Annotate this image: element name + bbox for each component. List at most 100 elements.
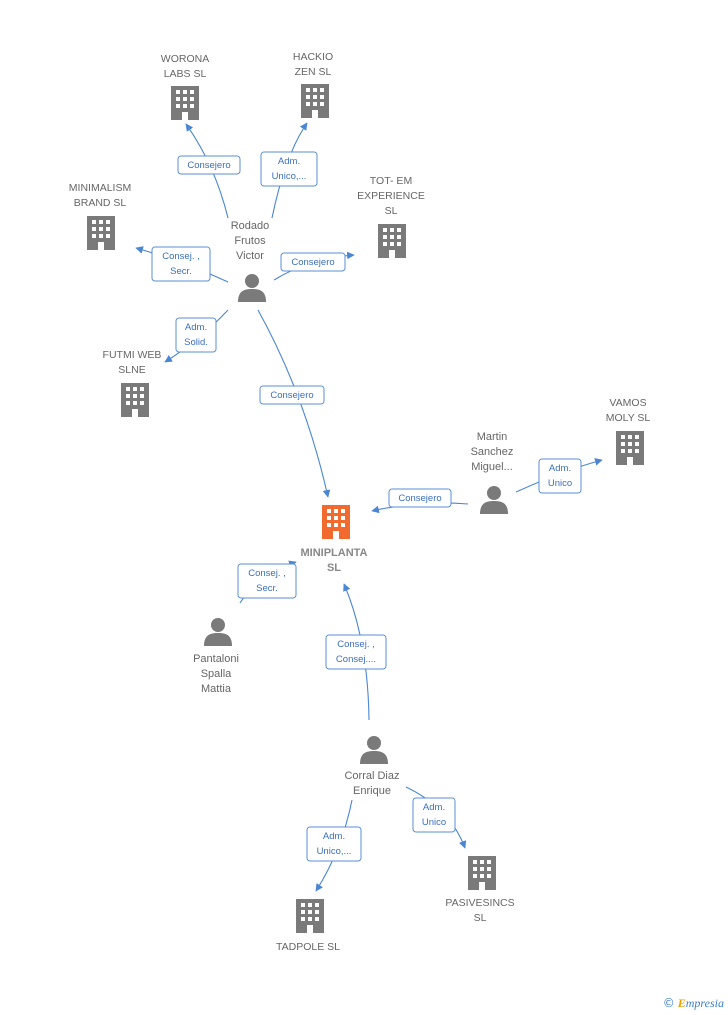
- relation-label-text: Consejero: [291, 257, 334, 268]
- person-node-martin[interactable]: MartinSanchezMiguel...: [471, 431, 514, 514]
- person-icon: [238, 274, 266, 302]
- nodes-layer: WORONA LABS SL HACKIO ZEN SL MINIMALISMBRAND…: [69, 51, 651, 953]
- relation-label-text: Unico: [548, 478, 572, 489]
- building-icon: [87, 216, 115, 250]
- relation-label-box: [260, 151, 318, 187]
- relation-label-r5[interactable]: Adm. Solid.: [175, 317, 217, 353]
- relation-label-box: [259, 385, 325, 405]
- relation-label-r11[interactable]: Adm. Unico: [412, 797, 456, 833]
- node-label-line: Sanchez: [471, 446, 514, 458]
- building-icon: [296, 899, 324, 933]
- building-icon: [468, 856, 496, 890]
- company-node-futmi[interactable]: FUTMI WEB SLNE: [103, 349, 162, 417]
- relation-label-box: [280, 252, 346, 272]
- relation-label-r7[interactable]: Consejero: [388, 488, 452, 508]
- node-label-line: Rodado: [231, 220, 270, 232]
- node-label-line: WORONA: [161, 53, 209, 65]
- company-node-worona[interactable]: WORONA LABS SL: [161, 53, 209, 120]
- relation-label-text: Adm.: [185, 322, 207, 333]
- node-label-line: VAMOS: [609, 397, 646, 409]
- building-icon: [616, 431, 644, 465]
- node-label-line: BRAND SL: [74, 197, 127, 209]
- node-label-line: Spalla: [201, 668, 232, 680]
- focus-company-node[interactable]: MINIPLANTA SL: [300, 505, 368, 574]
- relation-label-box: [388, 488, 452, 508]
- relation-label-text: Solid.: [184, 337, 208, 348]
- brand-name: mpresia: [685, 996, 724, 1010]
- relation-label-text: Unico,...: [317, 846, 352, 857]
- node-label-line: SL: [474, 912, 487, 924]
- node-label-line: SLNE: [118, 364, 145, 376]
- node-label-line: TOT- EM: [370, 175, 412, 187]
- node-label-line: Corral Diaz: [344, 770, 399, 782]
- relation-label-r1[interactable]: Consejero: [177, 155, 241, 175]
- node-label-line: Martin: [477, 431, 508, 443]
- relation-label-text: Consejero: [398, 493, 441, 504]
- copyright-symbol: ©: [662, 996, 675, 1010]
- relation-label-box: [325, 634, 387, 670]
- relation-label-text: Adm.: [323, 831, 345, 842]
- relation-label-box: [151, 246, 211, 282]
- node-label-line: Victor: [236, 250, 264, 262]
- relation-label-text: Consej. ,: [337, 639, 375, 650]
- node-label-line: PASIVESINCS: [445, 897, 514, 909]
- node-label-line: Pantaloni: [193, 653, 239, 665]
- relation-label-text: Adm.: [423, 802, 445, 813]
- node-label-line: ZEN SL: [295, 66, 332, 78]
- node-label-line: Mattia: [201, 683, 232, 695]
- node-label-line: Enrique: [353, 785, 391, 797]
- relation-label-text: Consej. ,: [162, 251, 200, 262]
- relation-label-text: Consejero: [187, 160, 230, 171]
- node-label-line: MINIPLANTA: [300, 547, 367, 559]
- company-node-pasivesincs[interactable]: PASIVESINCS SL: [445, 856, 515, 924]
- building-icon: [378, 224, 406, 258]
- relation-label-box: [237, 563, 297, 599]
- relation-label-r8[interactable]: Adm.Unico: [538, 458, 582, 494]
- node-label-line: SL: [385, 205, 398, 217]
- node-label-line: MOLY SL: [606, 412, 651, 424]
- building-icon: [301, 84, 329, 118]
- relation-label-text: Adm.: [278, 156, 300, 167]
- relation-label-text: Secr.: [256, 583, 278, 594]
- relation-label-box: [538, 458, 582, 494]
- relation-label-text: Consej. ,: [248, 568, 286, 579]
- node-label-line: FUTMI WEB: [103, 349, 162, 361]
- relation-label-r12[interactable]: Adm. Unico,...: [306, 826, 362, 862]
- node-label-line: EXPERIENCE: [357, 190, 425, 202]
- company-node-hackio[interactable]: HACKIO ZEN SL: [293, 51, 333, 118]
- node-label-line: LABS SL: [164, 68, 207, 80]
- building-icon: [322, 505, 350, 539]
- relation-label-text: Unico: [422, 817, 446, 828]
- person-icon: [360, 736, 388, 764]
- relation-label-r10[interactable]: Consej. , Consej....: [325, 634, 387, 670]
- relation-label-r4[interactable]: Consejero: [280, 252, 346, 272]
- company-node-totem[interactable]: TOT- EM EXPERIENCE SL: [357, 175, 425, 258]
- company-node-tadpole[interactable]: TADPOLE SL: [276, 899, 340, 953]
- person-icon: [480, 486, 508, 514]
- relation-label-r9[interactable]: Consej. , Secr.: [237, 563, 297, 599]
- building-icon: [171, 86, 199, 120]
- relation-label-box: [177, 155, 241, 175]
- node-label-line: Miguel...: [471, 461, 513, 473]
- node-label-line: TADPOLE SL: [276, 941, 340, 953]
- node-label-line: SL: [327, 562, 341, 574]
- node-label-line: HACKIO: [293, 51, 333, 63]
- building-icon: [121, 383, 149, 417]
- relation-label-r3[interactable]: Consej. , Secr.: [151, 246, 211, 282]
- relation-label-text: Consej....: [336, 654, 376, 665]
- relation-label-r2[interactable]: Adm. Unico,...: [260, 151, 318, 187]
- relation-label-box: [175, 317, 217, 353]
- company-node-vamos[interactable]: VAMOS MOLY SL: [606, 397, 651, 465]
- relation-label-r6[interactable]: Consejero: [259, 385, 325, 405]
- relation-label-box: [306, 826, 362, 862]
- relation-label-text: Secr.: [170, 266, 192, 277]
- node-label-line: Frutos: [234, 235, 266, 247]
- empresia-watermark[interactable]: ©Empresia: [663, 996, 724, 1011]
- relation-label-text: Unico,...: [272, 171, 307, 182]
